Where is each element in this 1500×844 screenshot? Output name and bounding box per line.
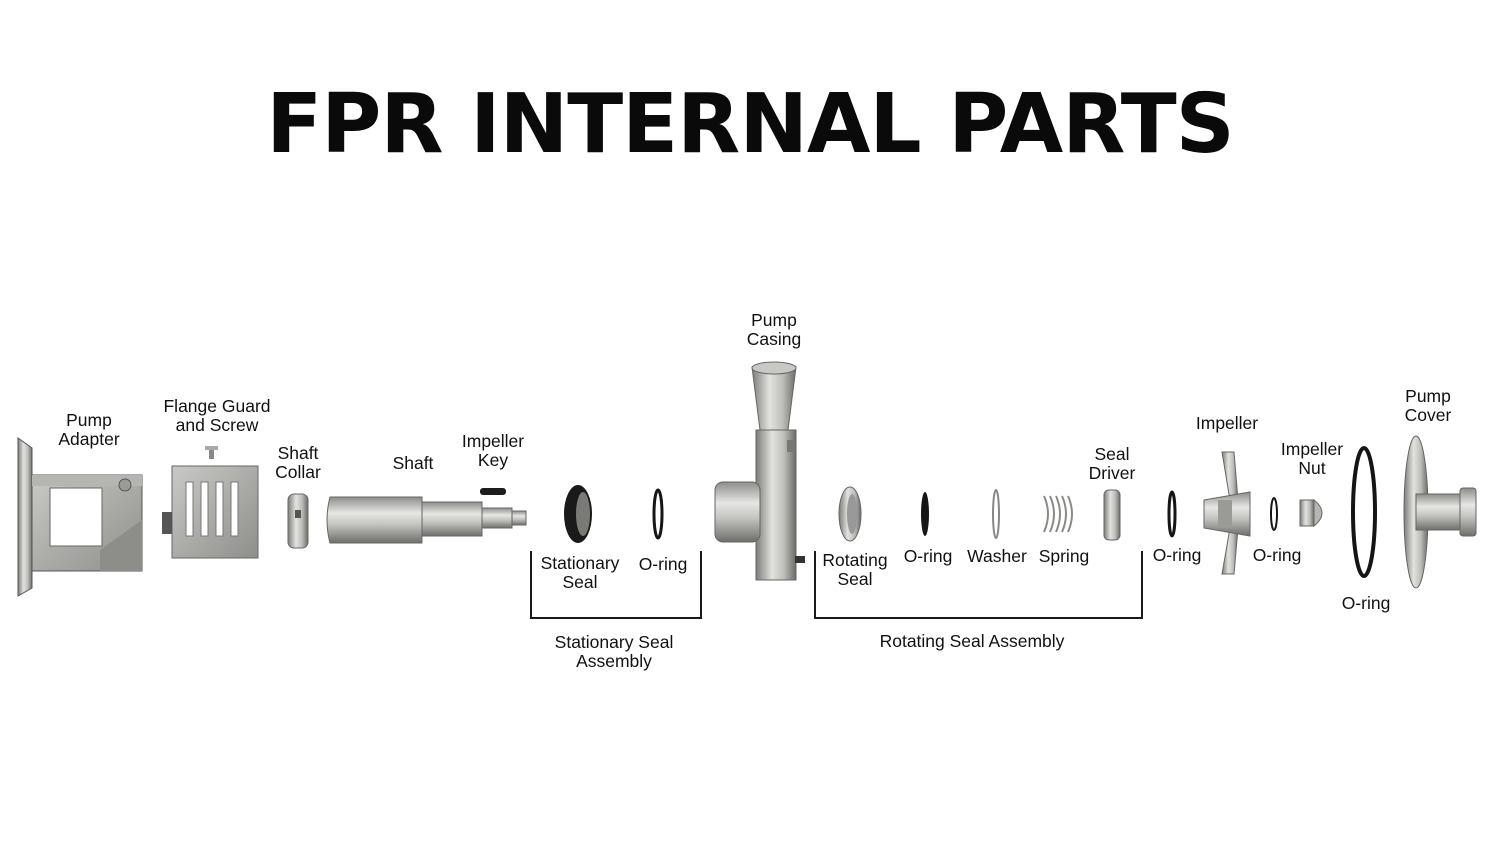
pump-adapter-illustration	[17, 437, 143, 597]
o-ring-4-illustration	[1270, 497, 1278, 531]
o-ring-1-illustration	[652, 488, 664, 540]
label-rotating-seal-assembly: Rotating Seal Assembly	[879, 631, 1065, 651]
shaft-collar-illustration	[287, 493, 309, 549]
stationary-seal-illustration	[564, 485, 592, 543]
seal-driver-illustration	[1103, 489, 1121, 541]
stationary-assembly-bracket	[530, 551, 702, 619]
o-ring-5-illustration	[1351, 446, 1377, 578]
o-ring-2-illustration	[921, 492, 929, 536]
label-o-ring-1: O-ring	[638, 554, 688, 574]
label-shaft: Shaft	[392, 453, 434, 473]
pump-cover-illustration	[1403, 435, 1477, 589]
spring-illustration	[1043, 495, 1073, 533]
rotating-seal-illustration	[838, 486, 862, 542]
label-spring: Spring	[1038, 546, 1090, 566]
washer-illustration	[992, 489, 1000, 539]
page-title: FPR INTERNAL PARTS	[266, 77, 1234, 172]
label-impeller: Impeller	[1195, 413, 1259, 433]
impeller-illustration	[1203, 451, 1251, 575]
shaft-illustration	[326, 496, 527, 544]
flange-guard-illustration	[162, 446, 259, 559]
impeller-nut-illustration	[1299, 498, 1323, 528]
impeller-key-illustration	[480, 488, 506, 495]
label-o-ring-4: O-ring	[1252, 545, 1302, 565]
label-o-ring-3: O-ring	[1152, 545, 1202, 565]
label-o-ring-5: O-ring	[1341, 593, 1391, 613]
o-ring-3-illustration	[1167, 490, 1177, 538]
label-washer: Washer	[967, 546, 1027, 566]
rotating-assembly-bracket	[814, 551, 1143, 619]
label-o-ring-2: O-ring	[903, 546, 953, 566]
pump-casing-illustration	[714, 361, 805, 581]
